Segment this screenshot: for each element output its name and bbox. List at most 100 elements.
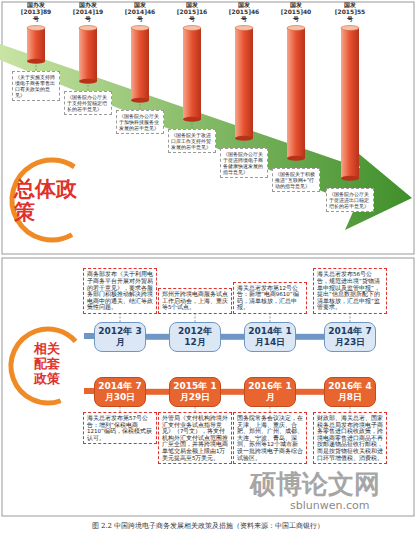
policy-text: 《关于实施支持跨境电子商务零售出口有关政策的意见》 <box>15 74 57 98</box>
policy-text: 外管局《支付机构跨境外汇支付业务试点指导意见》（7号文），将支付机构外汇支付试点… <box>162 415 228 461</box>
figure-caption: 图 2.2 中国跨境电子商务发展相关政策及措施（资料来源：中国工商银行） <box>0 521 416 531</box>
date-box: 2016年 1月 <box>244 377 296 407</box>
date-box: 2012年 12月 <box>169 322 221 352</box>
policy-note: 海关总署发布56号公告，规范进出境“货物清单申报以及监管申报”，提出“信息数据所… <box>313 268 387 314</box>
date-label: 2014年 7月30日 <box>97 381 143 403</box>
policy-title-box: 《国务院关于积极推进“互联网+”行动的指导意见》 <box>272 168 320 192</box>
policy-note: 商务部发布《关于利用电子商务平台开展对外贸易的若干意见》，要求各服务部门积极推动… <box>83 268 157 314</box>
pillar-base <box>235 136 253 141</box>
pillar-top <box>131 25 149 30</box>
policy-note: 财政部、海关总署、国家税务总局发布跨境电子商务零售进口税收政策，跨境电商零售进口… <box>313 412 387 464</box>
bottom-panel-frame <box>2 258 414 516</box>
policy-pillar: 国发 [2014]46号 <box>123 2 157 104</box>
section-title: 相关配套政策 <box>34 342 62 387</box>
doc-number: 国办发 [2014]19号 <box>71 2 105 23</box>
policy-text: 《国务院办公厅关于促进进出口稳定增长的若干意见》 <box>329 191 371 209</box>
timeline-band <box>221 334 244 340</box>
pillar-base <box>27 59 45 64</box>
date-label: 2012年 3月 <box>97 326 143 348</box>
policy-text: 《国务院关于积极推进“互联网+”行动的指导意见》 <box>275 171 317 189</box>
policy-title-box: 《国务院办公厅关于支持外贸稳定增长的若干意见》 <box>64 91 112 115</box>
policy-text: 商务部发布《关于利用电子商务平台开展对外贸易的若干意见》，要求各服务部门积极推动… <box>87 271 153 311</box>
watermark: 硕博论文网 <box>250 470 410 499</box>
watermark: sblunwen.com <box>290 500 410 512</box>
pillar-base <box>341 176 359 181</box>
policy-pillar: 国发 [2015]55号 <box>333 2 367 182</box>
policy-title-box: 《国务院关于改进口岸工作支持外贸发展的若干意见》 <box>168 129 216 153</box>
timeline-band <box>296 389 324 395</box>
pillar-cylinder <box>71 25 105 85</box>
pillar-body <box>27 28 45 61</box>
pillar-body <box>131 28 149 100</box>
policy-pillar: 国办发 [2013]89号 <box>19 2 53 65</box>
doc-number: 国发 [2015]55号 <box>333 2 367 23</box>
policy-text: 财政部、海关总署、国家税务总局发布跨境电子商务零售进口税收政策，跨境电商零售进口… <box>317 415 383 461</box>
timeline-band <box>221 389 244 395</box>
pillar-cylinder <box>227 25 261 142</box>
pillar-body <box>79 28 97 81</box>
date-label: 2016年 4月8日 <box>327 381 373 403</box>
date-label: 2014年 7月23日 <box>327 326 373 348</box>
date-box: 2015年 1月29日 <box>169 377 221 407</box>
leader-line <box>350 314 351 322</box>
date-label: 2014年 1月14日 <box>247 326 293 348</box>
policy-pillar: 国发 [2015]16号 <box>175 2 209 123</box>
policy-text: 《国务院关于改进口岸工作支持外贸发展的若干意见》 <box>171 132 213 150</box>
pillar-top <box>27 25 45 30</box>
policy-title-box: 《关于实施支持跨境电子商务零售出口有关政策的意见》 <box>12 71 60 101</box>
policy-note: 海关总署发布第57号公告：增列“保税电商1210”编码，保税模式获认可。 <box>83 412 157 444</box>
pillar-base <box>287 156 305 161</box>
leader-line <box>195 314 196 322</box>
pillar-base <box>131 98 149 103</box>
pillar-base <box>183 117 201 122</box>
timeline-band <box>146 334 169 340</box>
pillar-top <box>183 25 201 30</box>
pillar-cylinder <box>175 25 209 123</box>
date-box: 2012年 3月 <box>94 322 146 352</box>
policy-text: 《国务院办公厅关于支持外贸稳定增长的若干意见》 <box>67 94 109 112</box>
policy-note: 郑州开跨境电商服务试点工作启动会，上海、重庆等5个试点。 <box>158 288 232 314</box>
policy-text: 海关总署发布56号公告，规范进出境“货物清单申报以及监管申报”，提出“信息数据所… <box>317 271 383 311</box>
policy-pillar: 国办发 [2014]19号 <box>71 2 105 85</box>
pillar-base <box>79 79 97 84</box>
policy-text: 《国务院办公厅关于促进跨境电子商务健康快速发展的指导意见》 <box>223 151 265 175</box>
date-label: 2015年 1月29日 <box>172 381 218 403</box>
pillar-cylinder <box>333 25 367 182</box>
timeline-band <box>146 389 169 395</box>
policy-pillar: 国发 [2015]40号 <box>279 2 313 162</box>
policy-title-box: 《国务院办公厅关于促进跨境电子商务健康快速发展的指导意见》 <box>220 148 268 178</box>
pillar-body <box>341 28 359 178</box>
policy-note: 外管局《支付机构跨境外汇支付业务试点指导意见》（7号文），将支付机构外汇支付试点… <box>158 412 232 464</box>
pillar-cylinder <box>19 25 53 65</box>
policy-text: 国务院常务会议决定，在天津、上海、重庆、合肥、郑州、广州、成都、大连、宁波、青岛… <box>237 415 303 461</box>
pillar-body <box>287 28 305 158</box>
policy-note: 国务院常务会议决定，在天津、上海、重庆、合肥、郑州、广州、成都、大连、宁波、青岛… <box>233 412 307 464</box>
policy-text: 海关总署发布第12号公告：新增“电商9610”编码，清单核放，汇总申报。 <box>237 285 303 311</box>
timeline-band <box>296 334 324 340</box>
date-label: 2016年 1月 <box>247 381 293 403</box>
policy-title-box: 《国务院办公厅关于加快科技服务业发展的若干意见》 <box>116 110 164 134</box>
section-title: 总体政策 <box>14 178 94 224</box>
doc-number: 国发 [2015]40号 <box>279 2 313 23</box>
doc-number: 国发 [2014]46号 <box>123 2 157 23</box>
pillar-top <box>341 25 359 30</box>
policy-text: 《国务院办公厅关于加快科技服务业发展的若干意见》 <box>119 113 161 131</box>
pillar-body <box>183 28 201 119</box>
pillar-cylinder <box>123 25 157 104</box>
date-box: 2016年 4月8日 <box>324 377 376 407</box>
leader-line <box>120 314 121 322</box>
date-box: 2014年 1月14日 <box>244 322 296 352</box>
pillar-top <box>235 25 253 30</box>
policy-pillar: 国发 [2015]46号 <box>227 2 261 142</box>
policy-text: 郑州开跨境电商服务试点工作启动会，上海、重庆等5个试点。 <box>162 291 228 311</box>
doc-number: 国办发 [2013]89号 <box>19 2 53 23</box>
title-arc <box>1 319 96 414</box>
doc-number: 国发 [2015]16号 <box>175 2 209 23</box>
leader-line <box>270 314 271 322</box>
pillar-top <box>287 25 305 30</box>
title-arc <box>0 145 107 254</box>
pillar-body <box>235 28 253 138</box>
pillar-top <box>79 25 97 30</box>
